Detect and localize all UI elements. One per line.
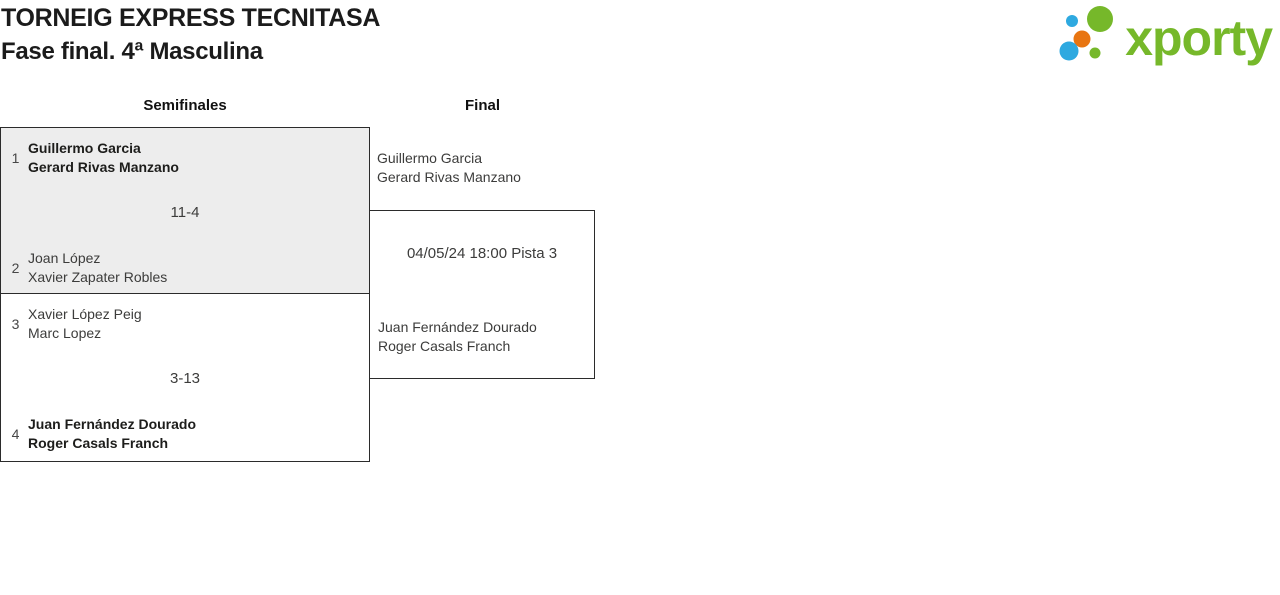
- team-names: Joan López Xavier Zapater Robles: [28, 249, 167, 287]
- player-name: Guillermo Garcia: [377, 150, 483, 166]
- seed-number: 4: [11, 426, 20, 442]
- semifinal-2-team-a: 3 Xavier López Peig Marc Lopez: [8, 305, 361, 343]
- final-match-info: 04/05/24 18:00 Pista 3: [406, 245, 558, 262]
- player-name: Juan Fernández Dourado: [28, 416, 197, 432]
- semifinal-1-box: 1 Guillermo Garcia Gerard Rivas Manzano …: [0, 127, 370, 294]
- logo-wordmark: xporty: [1125, 10, 1273, 66]
- round-header-semifinales: Semifinales: [143, 97, 227, 114]
- final-team-bottom: Juan Fernández Dourado Roger Casals Fran…: [378, 318, 602, 356]
- round-header-final: Final: [464, 97, 500, 114]
- player-name: Guillermo Garcia: [28, 140, 141, 156]
- player-name: Juan Fernández Dourado: [378, 319, 537, 335]
- team-names: Guillermo Garcia Gerard Rivas Manzano: [28, 139, 179, 177]
- player-name: Xavier Zapater Robles: [28, 269, 168, 285]
- player-name: Gerard Rivas Manzano: [377, 169, 521, 185]
- semifinal-2-team-b: 4 Juan Fernández Dourado Roger Casals Fr…: [8, 415, 361, 453]
- player-name: Xavier López Peig: [28, 306, 142, 322]
- semifinal-1-team-a: 1 Guillermo Garcia Gerard Rivas Manzano: [8, 139, 361, 177]
- player-name: Marc Lopez: [28, 325, 102, 341]
- team-names: Juan Fernández Dourado Roger Casals Fran…: [28, 415, 196, 453]
- seed-number: 2: [11, 260, 20, 276]
- semifinal-2-box: 3 Xavier López Peig Marc Lopez 3-13 4 Ju…: [0, 293, 370, 462]
- semifinal-1-team-b: 2 Joan López Xavier Zapater Robles: [8, 249, 361, 287]
- page-subtitle: Fase final. 4ª Masculina: [1, 38, 263, 65]
- final-box: 04/05/24 18:00 Pista 3 Juan Fernández Do…: [369, 210, 595, 379]
- page-header: TORNEIG EXPRESS TECNITASA Fase final. 4ª…: [1, 2, 380, 68]
- seed-number: 3: [11, 316, 20, 332]
- player-name: Gerard Rivas Manzano: [28, 159, 179, 175]
- final-team-top: Guillermo Garcia Gerard Rivas Manzano: [377, 149, 521, 187]
- team-names: Xavier López Peig Marc Lopez: [28, 305, 142, 343]
- player-name: Joan López: [28, 250, 101, 266]
- player-name: Roger Casals Franch: [28, 435, 169, 451]
- seed-number: 1: [11, 150, 20, 166]
- match-score: 3-13: [169, 370, 201, 387]
- match-score: 11-4: [170, 204, 200, 221]
- player-name: Roger Casals Franch: [378, 338, 511, 354]
- xporty-logo: xporty: [1049, 0, 1273, 70]
- page-title: TORNEIG EXPRESS TECNITASA: [1, 4, 381, 32]
- logo-dots-icon: [1059, 6, 1114, 61]
